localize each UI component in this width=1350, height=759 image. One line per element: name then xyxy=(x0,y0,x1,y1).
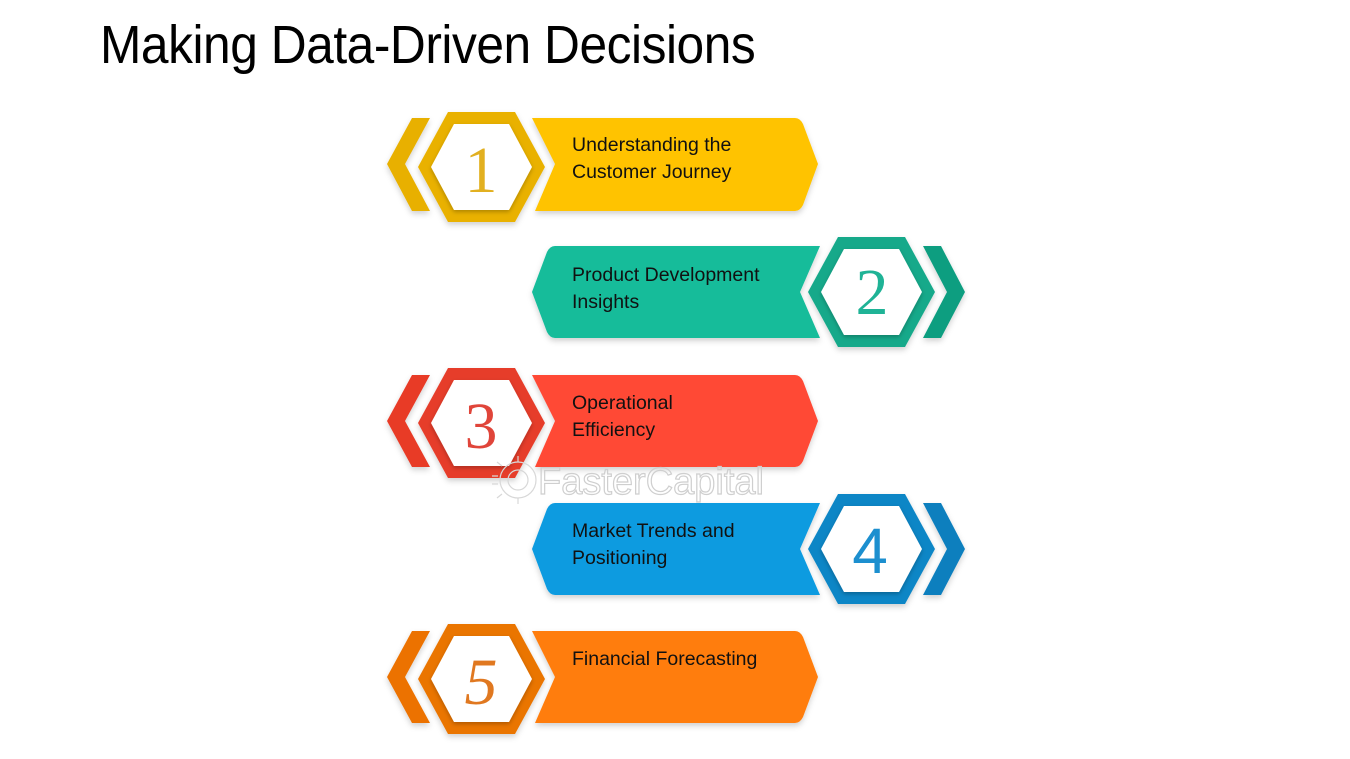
banner-4 xyxy=(532,503,820,595)
step-2-line-1: Product Development xyxy=(572,264,760,286)
step-1-line-2: Customer Journey xyxy=(572,161,732,183)
watermark-text: FasterCapital xyxy=(538,461,764,503)
step-number-2: 2 xyxy=(856,256,889,329)
step-number-5: 5 xyxy=(465,646,498,719)
step-5: 5 xyxy=(387,624,818,734)
chevron-left-icon xyxy=(387,118,430,211)
step-1-label: Understanding the Customer Journey xyxy=(572,132,731,186)
step-number-3: 3 xyxy=(465,390,498,463)
chevron-left-icon xyxy=(387,631,430,723)
page-title: Making Data-Driven Decisions xyxy=(100,15,756,75)
banner-2 xyxy=(532,246,820,338)
step-number-4: 4 xyxy=(852,515,888,587)
step-1: 1 xyxy=(387,112,818,222)
chevron-right-icon xyxy=(923,503,965,595)
step-4: 4 xyxy=(532,494,965,604)
step-5-line-1: Financial Forecasting xyxy=(572,648,758,670)
banner-1 xyxy=(532,118,818,211)
step-3-line-2: Efficiency xyxy=(572,419,656,441)
step-3-label: Operational Efficiency xyxy=(572,390,673,444)
step-2: 2 xyxy=(532,237,965,347)
step-2-label: Product Development Insights xyxy=(572,262,760,316)
step-2-line-2: Insights xyxy=(572,291,640,313)
step-3: 3 xyxy=(387,368,818,478)
step-4-line-1: Market Trends and xyxy=(572,520,735,542)
banner-5 xyxy=(532,631,818,723)
step-3-line-1: Operational xyxy=(572,392,673,414)
step-1-line-1: Understanding the xyxy=(572,134,732,156)
step-4-label: Market Trends and Positioning xyxy=(572,518,735,572)
step-5-label: Financial Forecasting xyxy=(572,646,757,673)
watermark-logo: FasterCapital xyxy=(492,456,765,504)
banner-3 xyxy=(532,375,818,467)
step-number-1: 1 xyxy=(465,134,498,207)
chevron-right-icon xyxy=(923,246,965,338)
chevron-left-icon xyxy=(387,375,430,467)
step-4-line-2: Positioning xyxy=(572,547,668,569)
